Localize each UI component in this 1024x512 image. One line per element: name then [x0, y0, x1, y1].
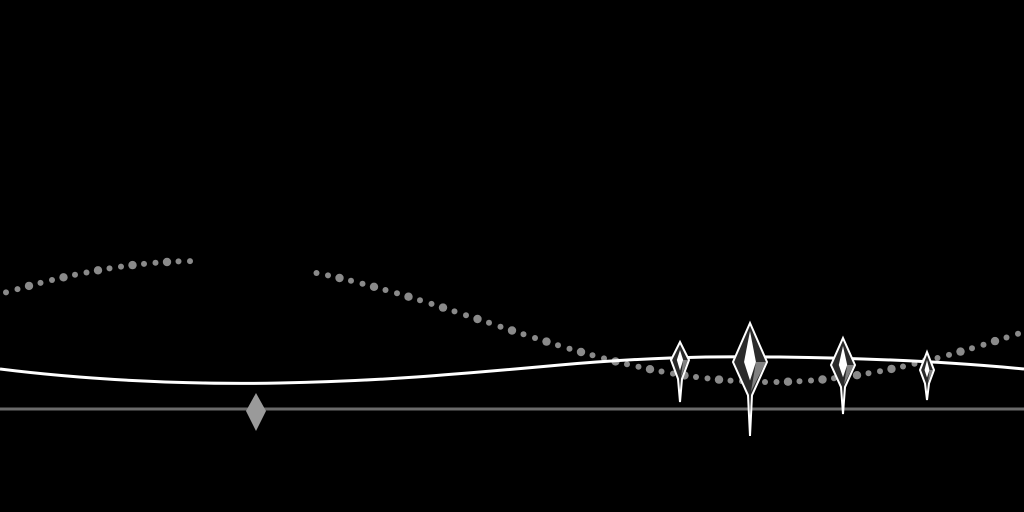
trail-dot — [946, 351, 952, 358]
trail-dot — [727, 377, 734, 384]
trail-dot — [507, 326, 517, 335]
trail-dot — [1003, 334, 1010, 341]
dotted-wave-trail — [3, 257, 1021, 386]
trail-dot — [497, 323, 504, 330]
trail-dot — [877, 368, 883, 375]
trail-dot — [635, 363, 642, 370]
trail-dot — [417, 297, 423, 304]
crystal-shard-icon[interactable] — [669, 339, 691, 403]
trail-dot — [83, 269, 90, 276]
trail-dot — [451, 308, 458, 315]
trail-dot — [1015, 330, 1021, 337]
trail-dot — [325, 272, 331, 279]
trail-dot — [969, 345, 975, 352]
crystal-shard-1-highlight — [676, 350, 684, 371]
trail-dot — [59, 273, 68, 282]
trail-dot — [980, 341, 987, 348]
trail-dot — [808, 377, 814, 384]
trail-dot — [990, 336, 1000, 346]
trail-dot — [463, 312, 469, 319]
trail-dot — [404, 292, 413, 301]
trail-dot — [762, 379, 768, 385]
trail-dot — [335, 273, 344, 283]
trail-dot — [3, 289, 9, 296]
trail-dot — [486, 319, 492, 326]
trail-dot — [601, 355, 607, 362]
trail-dot — [473, 314, 482, 324]
crystal-shard-4-facet — [928, 370, 933, 382]
crystal-shard-1-body — [669, 339, 691, 403]
trail-dot — [93, 266, 103, 275]
trail-dot — [382, 287, 389, 293]
crystal-shard-3-facet — [844, 365, 854, 385]
crystal-shard-icon[interactable] — [829, 335, 857, 415]
trail-dot — [934, 355, 941, 361]
trail-dot — [141, 260, 147, 267]
trail-dot — [542, 337, 551, 346]
trail-dot — [428, 300, 435, 307]
trail-dot — [555, 342, 561, 349]
trail-dot — [900, 363, 906, 370]
trail-dot — [520, 331, 527, 338]
trail-dot — [118, 263, 124, 270]
trail-dot — [438, 303, 448, 312]
trail-dot — [152, 259, 159, 266]
trail-dot — [24, 281, 34, 291]
trail-dot — [589, 352, 596, 359]
trail-dot — [956, 347, 965, 356]
trail-dot — [37, 279, 44, 286]
trail-dot — [187, 258, 193, 265]
trail-dot — [128, 260, 137, 270]
trail-dot — [693, 374, 699, 380]
trail-dot — [313, 270, 320, 276]
trail-dot — [566, 345, 573, 352]
crystal-shard-2-highlight — [744, 331, 756, 381]
trail-dot — [796, 378, 803, 385]
trail-dot — [359, 280, 366, 287]
trail-dot — [783, 377, 793, 386]
trail-dot — [714, 375, 724, 384]
trail-dot — [162, 257, 172, 267]
trail-dot — [852, 371, 862, 380]
trail-dot — [704, 375, 711, 382]
trail-dot — [14, 286, 21, 293]
trail-dot — [49, 277, 55, 283]
trail-dot — [72, 271, 78, 278]
trail-dot — [532, 335, 538, 341]
trail-dot — [773, 379, 780, 385]
trail-dot — [818, 375, 827, 384]
crystal-shard-3-highlight — [838, 346, 848, 378]
trail-dot — [576, 347, 586, 357]
crystal-shards — [669, 320, 936, 437]
trail-dot — [887, 364, 896, 374]
trail-dot — [348, 277, 354, 284]
trail-dot — [645, 365, 655, 374]
crystal-shard-icon[interactable] — [731, 320, 769, 437]
crystal-shard-icon[interactable] — [918, 349, 936, 401]
trail-dot — [394, 290, 400, 297]
trail-dot — [175, 258, 182, 265]
trail-dot — [624, 361, 630, 368]
trail-dot — [658, 368, 665, 375]
trail-dot — [369, 282, 379, 291]
trail-dot — [106, 265, 113, 272]
diamond-icon[interactable] — [246, 393, 266, 431]
trail-dot — [865, 370, 872, 377]
crystal-shard-2-facet — [751, 362, 766, 392]
crystal-shard-1-facet — [681, 360, 688, 377]
crystal-shard-4-highlight — [924, 360, 930, 378]
